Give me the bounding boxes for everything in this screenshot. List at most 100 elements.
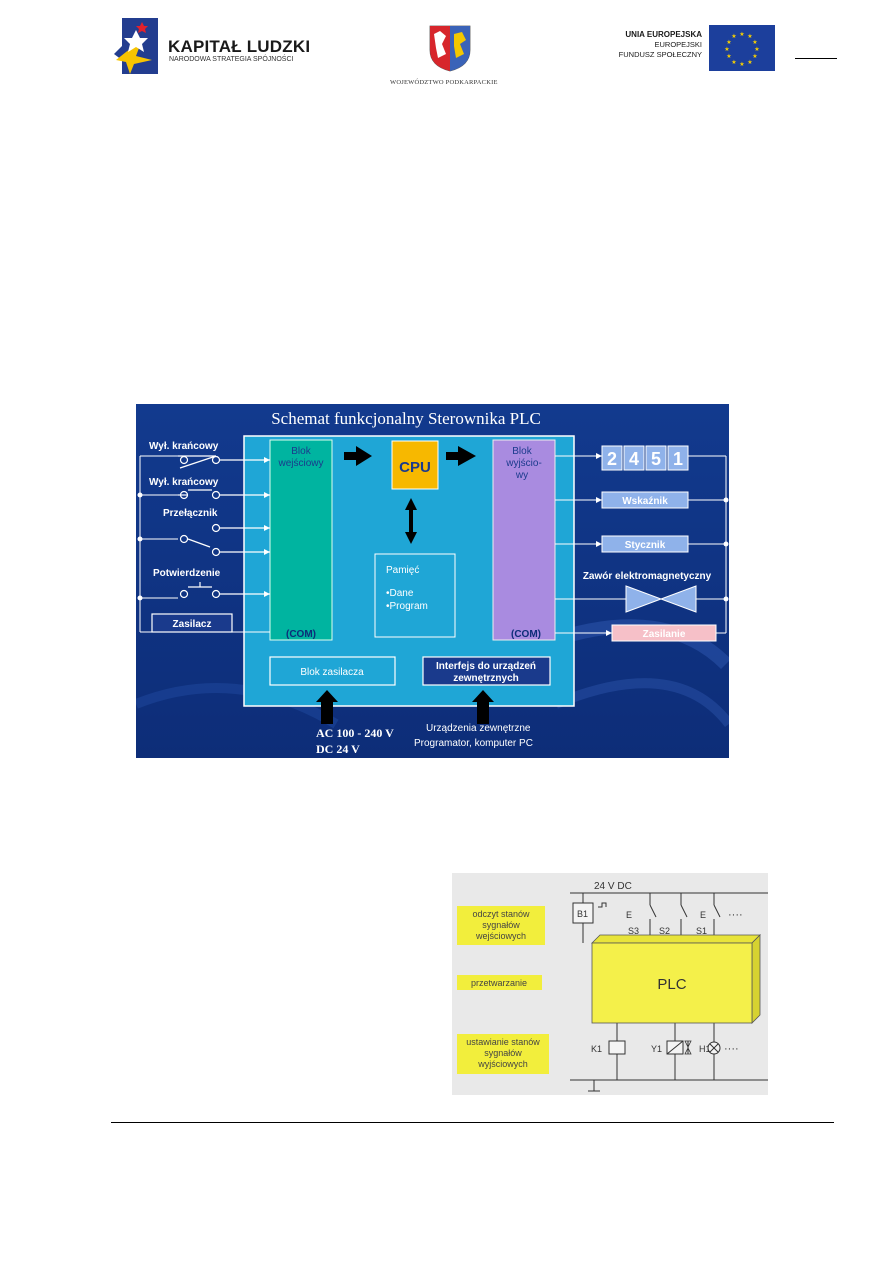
switch-s1-label: S1 <box>696 926 707 936</box>
label-confirm: Potwierdzenie <box>153 568 221 579</box>
output-com-label: (COM) <box>511 629 541 640</box>
label-power-supply: Zasilacz <box>173 619 212 630</box>
label-read-3: wejściowych <box>475 931 526 941</box>
inputs-ellipsis: ···· <box>728 909 743 921</box>
supply-voltage-line2: DC 24 V <box>316 742 360 756</box>
plc-cycle-diagram: PLC 24 V DC B1 E E S3 S2 S1 ···· K1 Y1 H… <box>452 873 768 1095</box>
interface-block <box>422 656 551 686</box>
valve-left-icon <box>625 585 663 613</box>
output-y1-label: Y1 <box>651 1044 662 1054</box>
switch-s3-label: S3 <box>628 926 639 936</box>
valve-right-icon <box>659 585 697 613</box>
svg-text:★: ★ <box>747 33 752 40</box>
label-set-box <box>457 1034 549 1074</box>
eu-text-block: UNIA EUROPEJSKA EUROPEJSKI FUNDUSZ SPOŁE… <box>600 30 702 60</box>
external-devices-line1: Urządzenia zewnętrzne <box>426 723 531 734</box>
svg-text:★: ★ <box>747 59 752 66</box>
region-name: WOJEWÓDZTWO PODKARPACKIE <box>390 79 498 86</box>
indicator-box <box>601 491 689 509</box>
label-switch: Przełącznik <box>163 508 218 519</box>
sensor-b1-label: B1 <box>577 909 588 919</box>
svg-text:★: ★ <box>754 46 759 53</box>
arrow-supply-up <box>316 690 338 724</box>
kapital-ludzki-subtitle: NARODOWA STRATEGIA SPÓJNOŚCI <box>169 56 294 63</box>
footer-rule <box>111 1122 834 1123</box>
label-process: przetwarzanie <box>471 978 527 988</box>
arrow-cpu-memory <box>405 498 417 544</box>
label-limit-switch-2: Wył. krańcowy <box>149 477 219 488</box>
input-com-label: (COM) <box>286 629 316 640</box>
digit-1: 2 <box>607 449 617 469</box>
svg-text:★: ★ <box>726 53 731 60</box>
svg-text:★: ★ <box>739 61 744 68</box>
label-limit-switch-1: Wył. krańcowy <box>149 441 219 452</box>
label-read-2: sygnałów <box>482 920 520 930</box>
digit-display: 2 4 5 1 <box>601 445 689 471</box>
label-set-1: ustawianie stanów <box>466 1037 540 1047</box>
label-indicator: Wskaźnik <box>622 496 668 507</box>
supply-voltage-line1: AC 100 - 240 V <box>316 726 394 740</box>
arrow-external-up <box>472 690 494 724</box>
eu-line1: UNIA EUROPEJSKA <box>625 30 702 39</box>
interface-label-1: Interfejs do urządzeń <box>436 661 536 672</box>
supply-box <box>611 624 717 642</box>
eu-flag: ★★★ ★★★ ★★★ ★★★ <box>709 25 775 71</box>
plc-functional-diagram: Schemat funkcjonalny Sterownika PLC Blok… <box>134 404 733 758</box>
arrow-cpu-to-output <box>446 446 476 466</box>
plc-label: PLC <box>657 976 686 993</box>
output-h1-label: H1 <box>699 1044 711 1054</box>
digit-4: 1 <box>673 449 683 469</box>
output-block <box>492 439 556 641</box>
voltage-label: 24 V DC <box>594 881 632 892</box>
svg-text:★: ★ <box>726 39 731 46</box>
digit-3: 5 <box>651 449 661 469</box>
label-contactor: Stycznik <box>625 540 666 551</box>
svg-text:★: ★ <box>731 33 736 40</box>
eu-flag-icon: ★★★ ★★★ ★★★ ★★★ <box>709 25 775 71</box>
contactor-box <box>601 535 689 553</box>
svg-text:★: ★ <box>724 46 729 53</box>
coat-of-arms-icon <box>429 25 471 72</box>
svg-text:★: ★ <box>739 31 744 38</box>
cpu-label: CPU <box>399 459 431 476</box>
interface-label-2: zewnętrznych <box>453 673 519 684</box>
input-block <box>269 439 333 641</box>
memory-title: Pamięć <box>386 565 419 576</box>
label-set-2: sygnałów <box>484 1048 522 1058</box>
digit-2: 4 <box>629 449 639 469</box>
cpu-block <box>391 440 439 490</box>
input-block-label-1: Blok <box>291 446 311 457</box>
eu-line3: FUNDUSZ SPOŁECZNY <box>618 50 702 59</box>
memory-block <box>374 553 456 638</box>
kapital-ludzki-logo: KAPITAŁ LUDZKI NARODOWA STRATEGIA SPÓJNO… <box>112 16 310 78</box>
memory-item-program: •Program <box>386 601 428 612</box>
external-devices-line2: Programator, komputer PC <box>414 738 533 749</box>
power-block <box>269 656 396 686</box>
header-short-rule <box>795 58 837 59</box>
memory-item-data: •Dane <box>386 588 414 599</box>
power-block-label: Blok zasilacza <box>300 667 364 678</box>
label-process-box <box>457 975 542 990</box>
output-block-label-1: Blok <box>512 446 532 457</box>
output-block-label-2: wyjścio- <box>505 458 542 469</box>
arrow-input-to-cpu <box>344 446 372 466</box>
eu-line2: EUROPEJSKI <box>654 40 702 49</box>
plc-box <box>591 942 753 1024</box>
label-read-1: odczyt stanów <box>472 909 530 919</box>
switch-e2-label: E <box>700 910 706 920</box>
power-supply-box <box>151 613 233 633</box>
label-set-3: wyjściowych <box>477 1059 528 1069</box>
kapital-ludzki-title: KAPITAŁ LUDZKI <box>168 37 311 56</box>
label-supply: Zasilanie <box>643 629 686 640</box>
switch-e1-label: E <box>626 910 632 920</box>
input-block-label-2: wejściowy <box>277 458 323 469</box>
outputs-ellipsis: ···· <box>724 1043 739 1055</box>
diagram-title: Schemat funkcjonalny Sterownika PLC <box>271 409 541 428</box>
svg-text:★: ★ <box>752 39 757 46</box>
label-valve: Zawór elektromagnetyczny <box>583 571 712 582</box>
label-read-box <box>457 906 545 945</box>
output-k1-label: K1 <box>591 1044 602 1054</box>
svg-text:★: ★ <box>731 59 736 66</box>
kapital-ludzki-emblem-icon <box>114 18 158 74</box>
switch-s2-label: S2 <box>659 926 670 936</box>
